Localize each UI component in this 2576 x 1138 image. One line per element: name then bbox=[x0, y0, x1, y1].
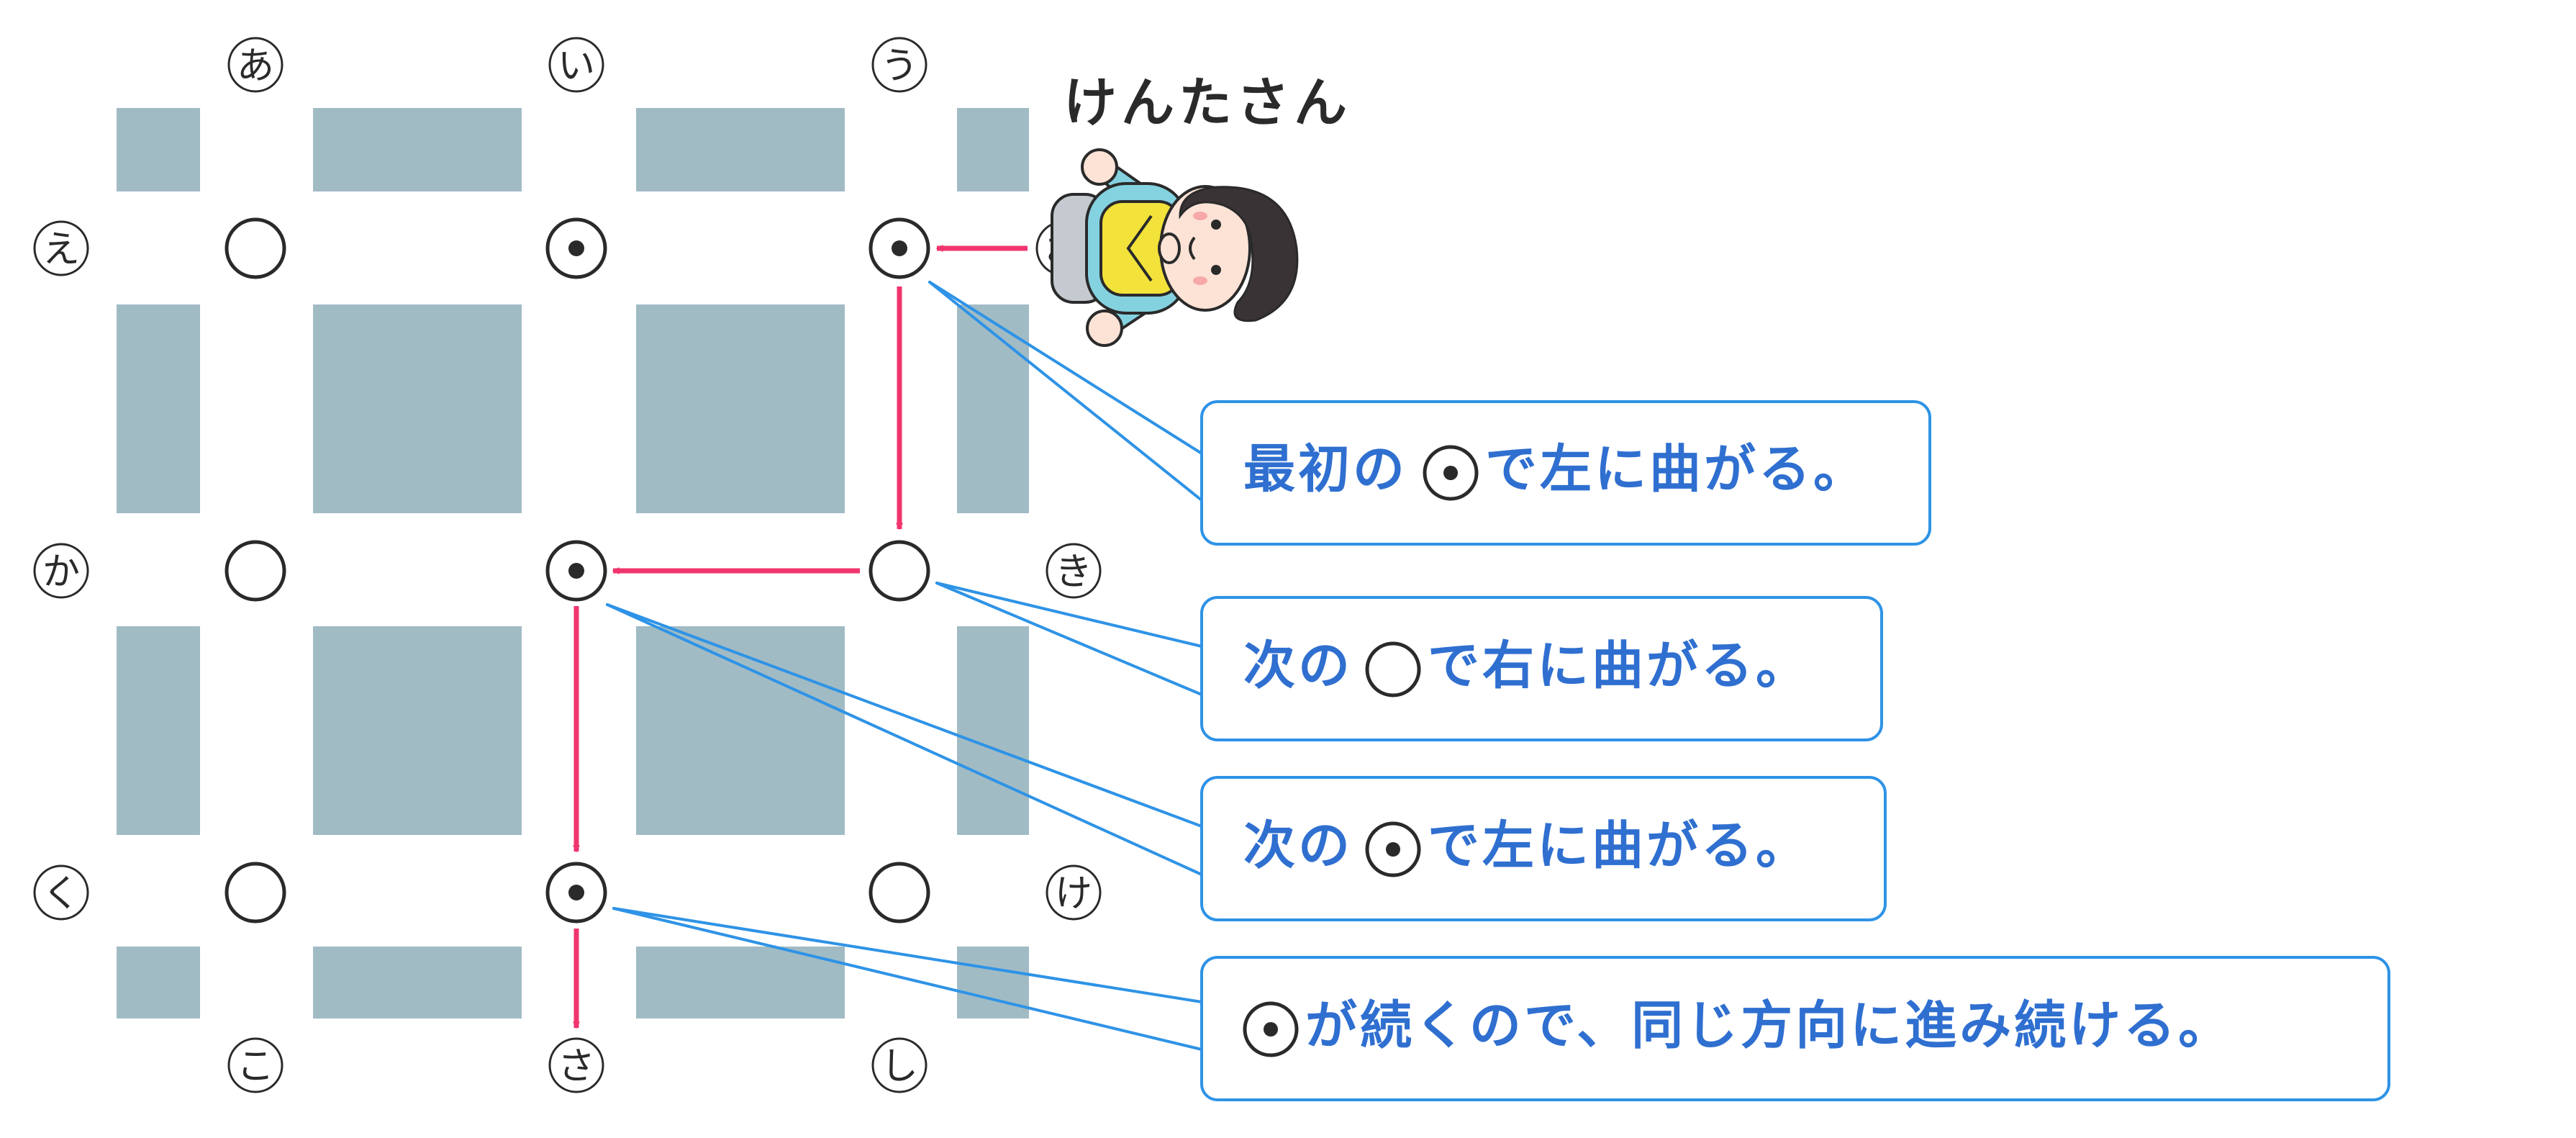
callout-boxes bbox=[1200, 400, 2390, 1101]
callout-text-4: が続くので、同じ方向に進み続ける。 bbox=[1243, 995, 2233, 1057]
map-block bbox=[117, 304, 200, 513]
callout-pointer-3 bbox=[606, 603, 1203, 876]
column-label-top: あ bbox=[227, 37, 284, 93]
character-name: けんたさん bbox=[1063, 72, 1351, 134]
callout-pointer-3 bbox=[606, 603, 1203, 828]
map-block bbox=[117, 947, 200, 1019]
callout-pointers bbox=[606, 281, 1203, 1051]
row-label-left-text: く bbox=[42, 872, 80, 916]
map-block bbox=[636, 947, 845, 1019]
circle-symbol bbox=[225, 862, 286, 924]
callout-pointer-1 bbox=[928, 281, 1203, 455]
column-label-bottom-text: こ bbox=[237, 1045, 274, 1088]
kenta-hair bbox=[1179, 186, 1299, 322]
column-label-top-text: う bbox=[881, 45, 918, 88]
column-label-bottom-text: し bbox=[881, 1045, 918, 1088]
intersection-symbols bbox=[225, 217, 930, 924]
column-label-bottom: し bbox=[871, 1037, 928, 1093]
column-label-top: い bbox=[548, 37, 604, 93]
column-label-bottom: こ bbox=[227, 1037, 284, 1093]
map-block bbox=[957, 108, 1029, 191]
kenta-ear bbox=[1158, 232, 1181, 264]
map-block bbox=[313, 626, 522, 835]
circle-icon bbox=[1365, 641, 1421, 697]
callout-pre-text: 最初の bbox=[1243, 439, 1407, 500]
map-block bbox=[313, 108, 522, 191]
row-label-left-text: え bbox=[42, 228, 80, 271]
kenta-mouth bbox=[1189, 236, 1196, 261]
map-block bbox=[313, 947, 522, 1019]
callout-box-2 bbox=[1200, 596, 1883, 741]
kenta-hand-lower bbox=[1086, 310, 1123, 347]
grid-labels: あいうこさしえかくおきけ bbox=[33, 37, 1102, 1093]
dot-circle-symbol bbox=[545, 540, 607, 602]
row-label-right: き bbox=[1046, 543, 1102, 599]
map-block bbox=[117, 626, 200, 835]
row-label-right: け bbox=[1046, 864, 1102, 921]
dot-circle-symbol bbox=[545, 862, 607, 924]
kenta-cheek bbox=[1193, 212, 1207, 220]
callout-post-text: で右に曲がる。 bbox=[1428, 636, 1810, 696]
callout-post-text: で左に曲がる。 bbox=[1428, 816, 1810, 876]
dot-circle-symbol bbox=[545, 217, 607, 279]
kenta-eye bbox=[1211, 220, 1221, 230]
column-label-top-text: い bbox=[558, 45, 595, 88]
map-block bbox=[957, 626, 1029, 835]
map-blocks bbox=[117, 108, 1029, 1019]
route-arrows bbox=[573, 245, 1028, 1029]
map-block bbox=[636, 304, 845, 513]
callout-box-3 bbox=[1200, 776, 1887, 921]
row-label-left: く bbox=[33, 864, 89, 921]
circle-symbol bbox=[869, 540, 930, 602]
map-block bbox=[636, 108, 845, 191]
kenta-collar bbox=[1126, 214, 1153, 282]
dot-circle-symbol bbox=[869, 217, 930, 279]
map-block bbox=[636, 626, 845, 835]
column-label-bottom-text: さ bbox=[558, 1045, 595, 1088]
dot-circle-icon bbox=[1365, 821, 1421, 877]
callout-text-1: 最初の で左に曲がる。 bbox=[1243, 439, 1868, 501]
kenta-hand-upper bbox=[1081, 148, 1118, 186]
map-block bbox=[957, 304, 1029, 513]
column-label-top: う bbox=[871, 37, 928, 93]
dot-circle-icon bbox=[1243, 1001, 1299, 1057]
row-label-left-text: か bbox=[42, 551, 80, 594]
kenta-character bbox=[1051, 148, 1299, 347]
callout-pointer-2 bbox=[935, 582, 1203, 648]
circle-symbol bbox=[225, 540, 286, 602]
callout-post-text: が続くので、同じ方向に進み続ける。 bbox=[1305, 995, 2233, 1056]
callout-pointer-1 bbox=[928, 281, 1203, 502]
callout-post-text: で左に曲がる。 bbox=[1485, 439, 1868, 500]
callout-pre-text: 次の bbox=[1243, 816, 1353, 876]
dot-circle-icon bbox=[1423, 445, 1479, 501]
row-label-right-text: き bbox=[1055, 551, 1092, 594]
callout-pointer-4 bbox=[612, 907, 1203, 1051]
row-label-left: か bbox=[33, 543, 89, 599]
kenta-cheek bbox=[1193, 276, 1207, 285]
circle-symbol bbox=[225, 217, 286, 279]
callout-text-3: 次の で左に曲がる。 bbox=[1243, 816, 1810, 877]
callout-box-4 bbox=[1200, 956, 2390, 1101]
callout-texts: 最初ので左に曲がる。次ので右に曲がる。次ので左に曲がる。が続くので、同じ方向に進… bbox=[1243, 439, 2233, 1057]
callout-pre-text: 次の bbox=[1243, 636, 1353, 696]
map-block bbox=[313, 304, 522, 513]
callout-text-2: 次の で右に曲がる。 bbox=[1243, 636, 1810, 697]
kenta-eye bbox=[1211, 265, 1221, 275]
callout-box-1 bbox=[1200, 400, 1931, 546]
callout-pointer-4 bbox=[612, 907, 1203, 1003]
callout-pointer-2 bbox=[935, 582, 1203, 696]
column-label-top-text: あ bbox=[237, 45, 274, 88]
column-label-bottom: さ bbox=[548, 1037, 604, 1093]
row-label-right-text: け bbox=[1055, 872, 1092, 916]
map-block bbox=[117, 108, 200, 191]
circle-symbol bbox=[869, 862, 930, 924]
row-label-left: え bbox=[33, 220, 89, 276]
map-block bbox=[957, 947, 1029, 1019]
